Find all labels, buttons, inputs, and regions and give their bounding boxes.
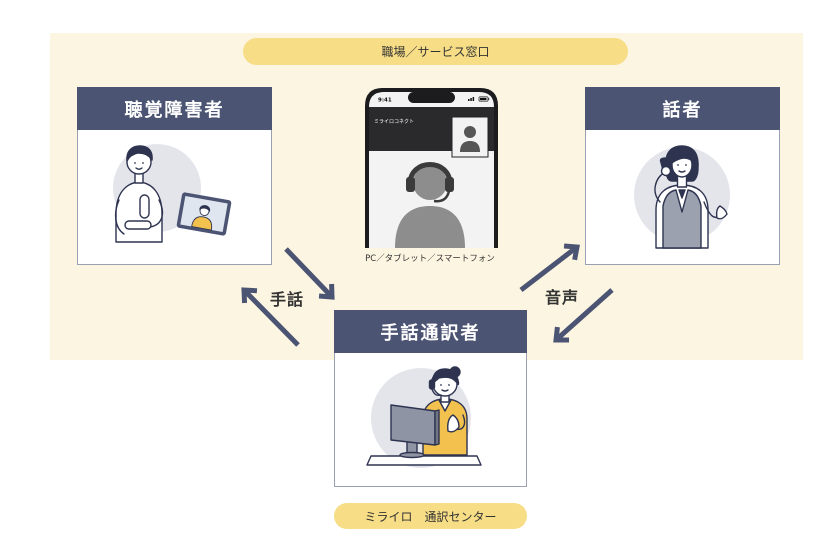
arrow-deaf-to-interpreter — [284, 247, 335, 300]
arrow-interpreter-to-speaker-shaft — [519, 245, 579, 292]
arrow-interpreter-to-speaker-head — [563, 243, 580, 261]
interpreter-card: 手話通訳者 — [334, 310, 527, 487]
deaf-user-card-body — [77, 130, 272, 265]
signing-man-figure — [114, 145, 164, 243]
arrow-interpreter-to-deaf-shaft — [242, 288, 300, 347]
deaf-user-card-header: 聴覚障害者 — [77, 87, 272, 130]
arrow-deaf-to-interpreter-shaft — [284, 247, 334, 299]
monitor-icon — [390, 404, 440, 459]
speaker-card: 話者 — [585, 87, 780, 265]
workplace-label-pill: 職場／サービス窓口 — [243, 38, 628, 65]
interpretation-center-label: ミライロ 通訳センター — [364, 509, 497, 524]
arrow-interpreter-to-speaker — [519, 243, 580, 292]
speaker-card-body — [585, 130, 780, 265]
device-caption: PC／タブレット／スマートフォン — [365, 254, 495, 264]
status-time: 9:41 — [378, 98, 392, 104]
arrow-speaker-to-interpreter-head — [553, 326, 570, 343]
speaker-title: 話者 — [662, 99, 703, 121]
interpretation-center-pill: ミライロ 通訳センター — [334, 503, 527, 529]
woman-on-phone-figure — [654, 145, 728, 249]
person-icon — [460, 126, 480, 152]
arrow-speaker-to-interpreter-shaft — [554, 288, 614, 342]
workplace-label: 職場／サービス窓口 — [381, 45, 490, 59]
interpreter-card-body — [334, 353, 527, 487]
arrow-speaker-to-interpreter — [553, 288, 614, 343]
phone-notch — [408, 92, 455, 103]
headset-operator-icon — [395, 162, 465, 248]
tablet-interpreter-figure — [191, 205, 213, 231]
deaf-user-illustration — [113, 144, 232, 243]
app-name: ミライロコネクト — [374, 119, 414, 125]
voice-flow-label: 音声 — [545, 288, 580, 307]
speaker-illustration — [634, 145, 730, 249]
interpreter-card-header: 手話通訳者 — [334, 310, 527, 353]
deaf-user-title: 聴覚障害者 — [124, 99, 225, 121]
sign-language-flow-label: 手話 — [270, 290, 305, 309]
desk — [366, 455, 482, 466]
speaker-card-header: 話者 — [585, 87, 780, 130]
arrow-interpreter-to-deaf-head — [241, 287, 258, 304]
tablet-device — [176, 192, 232, 236]
arrow-deaf-to-interpreter-head — [318, 283, 335, 300]
arrow-interpreter-to-deaf — [241, 287, 300, 347]
signal-icon — [468, 97, 475, 101]
battery-icon — [478, 96, 490, 102]
self-view-window — [451, 116, 489, 158]
smartphone-device: 9:41 ミライロコネクト — [365, 88, 498, 248]
deaf-user-card: 聴覚障害者 — [77, 87, 272, 265]
interpreter-illustration — [366, 366, 482, 468]
interpreter-title: 手話通訳者 — [380, 322, 481, 344]
